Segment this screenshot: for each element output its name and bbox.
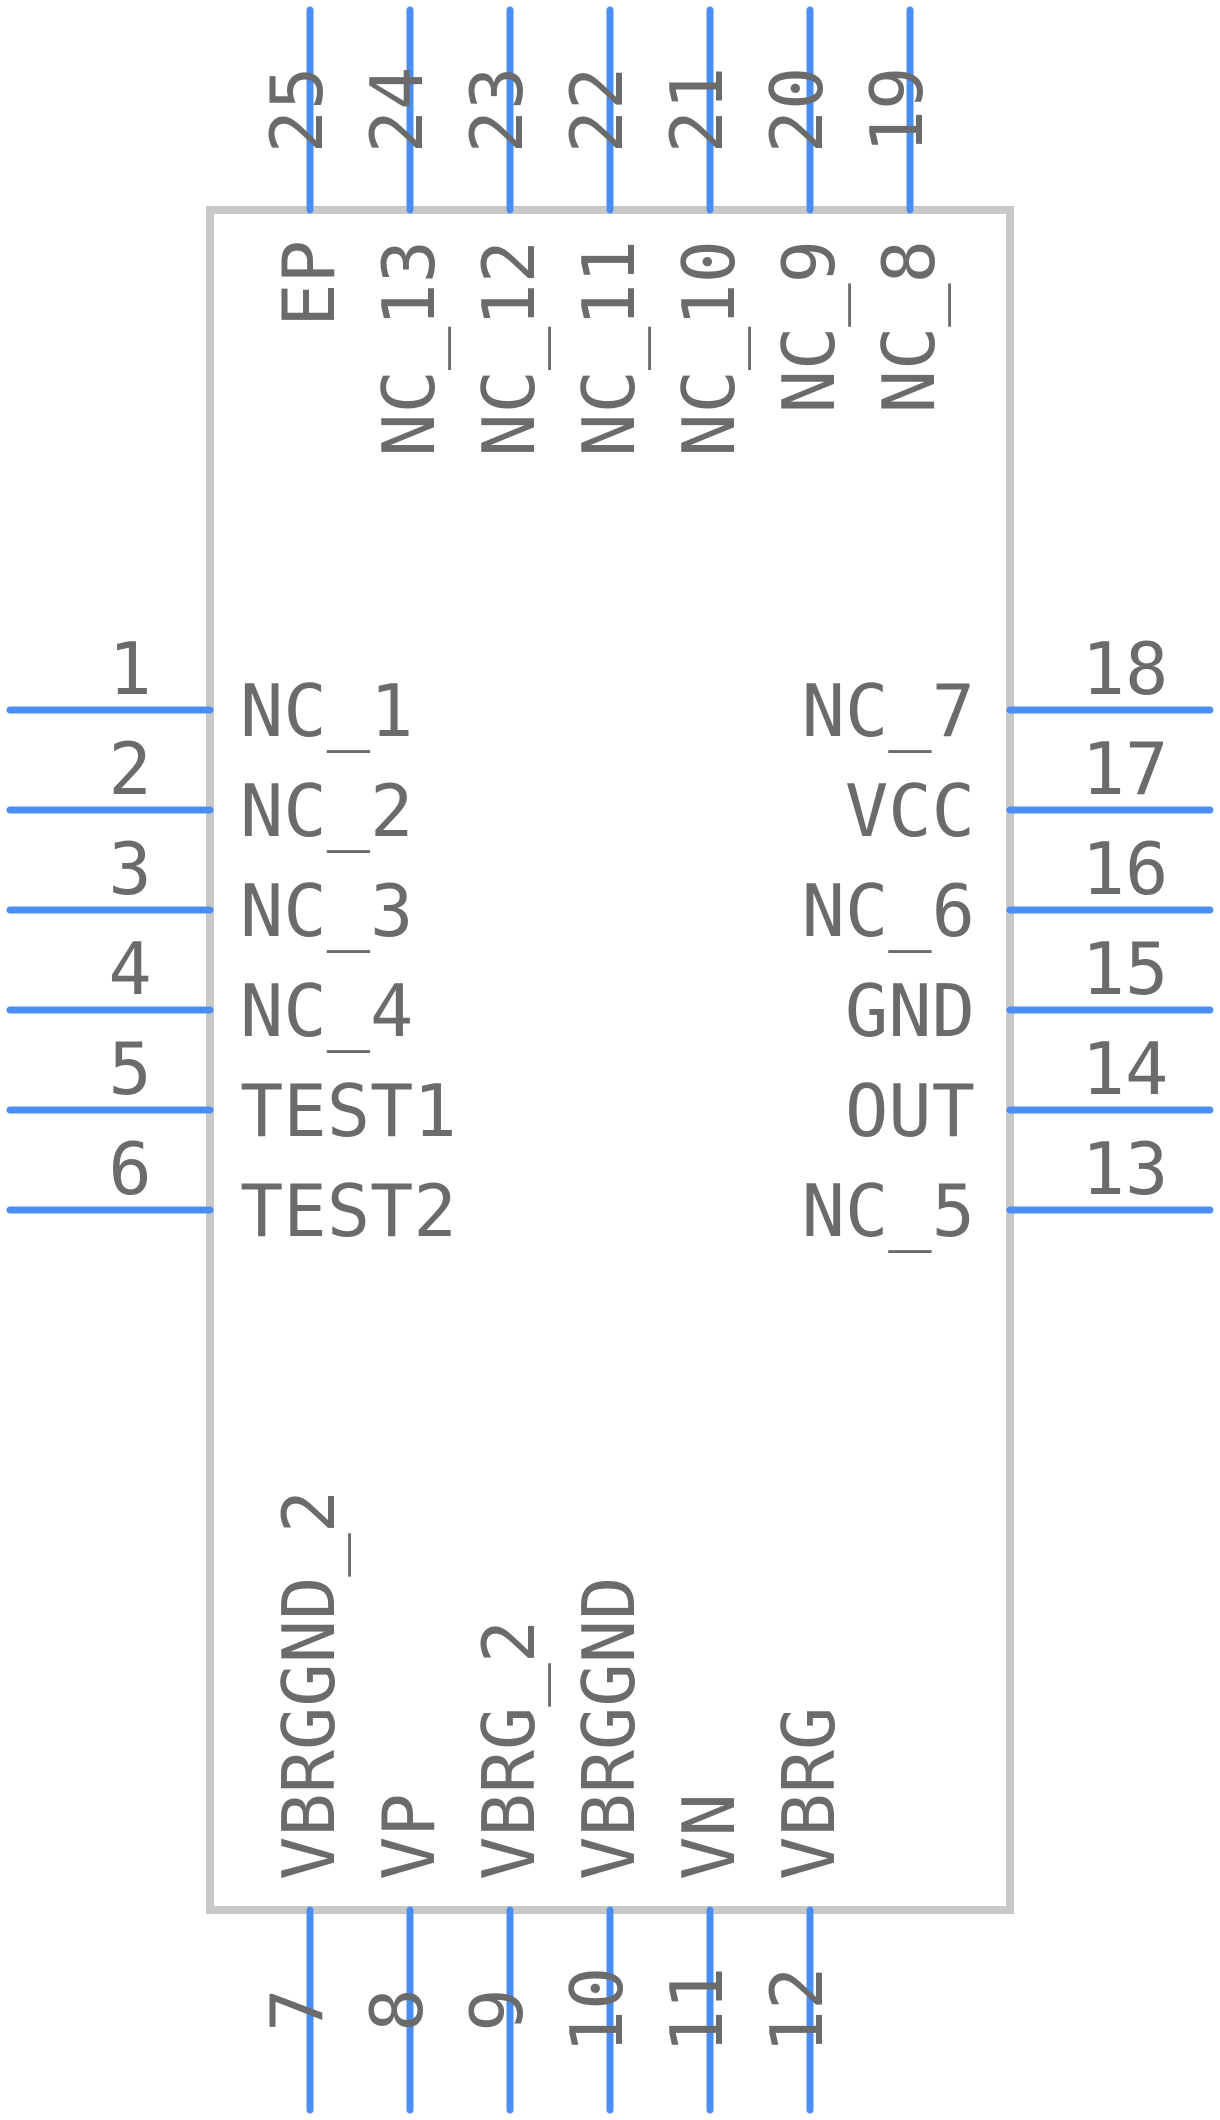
pin-name-vbrggnd: VBRGGND	[567, 1577, 651, 1880]
pin-name-nc-5: NC_5	[802, 1169, 975, 1253]
pin-name-nc-3: NC_3	[240, 869, 413, 953]
pin-number-8: 8	[355, 1988, 439, 2031]
pin-number-6: 6	[108, 1127, 151, 1211]
pin-name-vbrggnd-2: VBRGGND_2	[267, 1490, 351, 1880]
pin-number-15: 15	[1082, 927, 1169, 1011]
pin-name-test2: TEST2	[240, 1169, 457, 1253]
pin-name-vbrg-2: VBRG_2	[467, 1620, 551, 1880]
pin-number-21: 21	[655, 67, 739, 154]
pin-number-18: 18	[1082, 627, 1169, 711]
pin-number-7: 7	[255, 1988, 339, 2031]
component-body	[206, 206, 1014, 1914]
pin-name-vbrg: VBRG	[767, 1707, 851, 1880]
pin-number-24: 24	[355, 67, 439, 154]
pin-name-nc-1: NC_1	[240, 669, 413, 753]
pin-name-nc-9: NC_9	[767, 240, 851, 413]
pin-name-nc-11: NC_11	[567, 240, 651, 457]
pin-number-1: 1	[108, 627, 151, 711]
pin-number-9: 9	[455, 1988, 539, 2031]
pin-number-16: 16	[1082, 827, 1169, 911]
pin-name-gnd: GND	[845, 969, 975, 1053]
pin-number-22: 22	[555, 67, 639, 154]
pin-number-23: 23	[455, 67, 539, 154]
pin-name-test1: TEST1	[240, 1069, 457, 1153]
pin-number-17: 17	[1082, 727, 1169, 811]
pin-name-nc-6: NC_6	[802, 869, 975, 953]
pin-number-4: 4	[108, 927, 151, 1011]
pin-number-13: 13	[1082, 1127, 1169, 1211]
pin-name-nc-12: NC_12	[467, 240, 551, 457]
pin-name-vp: VP	[367, 1793, 451, 1880]
pin-name-nc-13: NC_13	[367, 240, 451, 457]
pin-name-out: OUT	[845, 1069, 975, 1153]
pin-number-10: 10	[555, 1967, 639, 2054]
pin-number-20: 20	[755, 67, 839, 154]
pin-number-2: 2	[108, 727, 151, 811]
pin-name-ep: EP	[267, 240, 351, 327]
pin-number-14: 14	[1082, 1027, 1169, 1111]
pin-name-nc-8: NC_8	[867, 240, 951, 413]
pin-name-nc-10: NC_10	[667, 240, 751, 457]
pins-layer	[6, 6, 1214, 2114]
pin-name-nc-7: NC_7	[802, 669, 975, 753]
pin-name-vcc: VCC	[845, 769, 975, 853]
pin-number-19: 19	[855, 67, 939, 154]
pin-number-25: 25	[255, 67, 339, 154]
pin-number-11: 11	[655, 1967, 739, 2054]
pin-number-3: 3	[108, 827, 151, 911]
pin-number-12: 12	[755, 1967, 839, 2054]
pin-name-nc-2: NC_2	[240, 769, 413, 853]
pin-number-5: 5	[108, 1027, 151, 1111]
pin-name-nc-4: NC_4	[240, 969, 413, 1053]
pin-name-vn: VN	[667, 1793, 751, 1880]
